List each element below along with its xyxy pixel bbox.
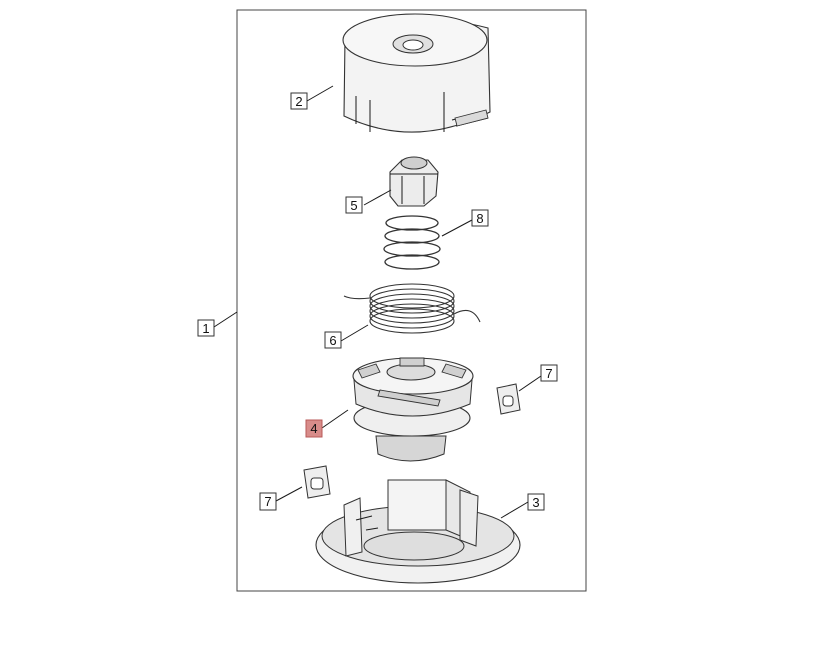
callout-2-label: 2 [295,94,302,109]
part-line-eyelet-right[interactable] [496,383,521,415]
part-cap-cover[interactable] [342,13,491,133]
callout-3[interactable]: 3 [527,493,545,511]
callout-7-right-label: 7 [545,366,552,381]
callout-8-label: 8 [476,211,483,226]
assembly-frame [236,9,587,592]
part-base-housing[interactable] [315,479,521,584]
callout-1-label: 1 [202,321,209,336]
callout-7-right[interactable]: 7 [540,364,558,382]
callout-3-label: 3 [532,495,539,510]
callout-2[interactable]: 2 [290,92,308,110]
leader-lines [213,85,542,519]
part-trimmer-line-coil[interactable] [343,283,481,334]
callout-5[interactable]: 5 [345,196,363,214]
part-spring[interactable] [383,215,441,270]
callout-7-left[interactable]: 7 [259,492,277,511]
callout-1[interactable]: 1 [197,319,215,337]
part-hex-nut[interactable] [389,156,439,207]
callout-4-label: 4 [310,421,317,436]
part-spool[interactable] [352,357,474,462]
callout-4[interactable]: 4 [305,419,323,438]
callout-6-label: 6 [329,333,336,348]
part-line-eyelet-left[interactable] [303,465,331,499]
callout-6[interactable]: 6 [324,331,342,349]
callout-7-left-label: 7 [264,494,271,509]
callout-5-label: 5 [350,198,357,213]
callout-8[interactable]: 8 [471,209,489,227]
